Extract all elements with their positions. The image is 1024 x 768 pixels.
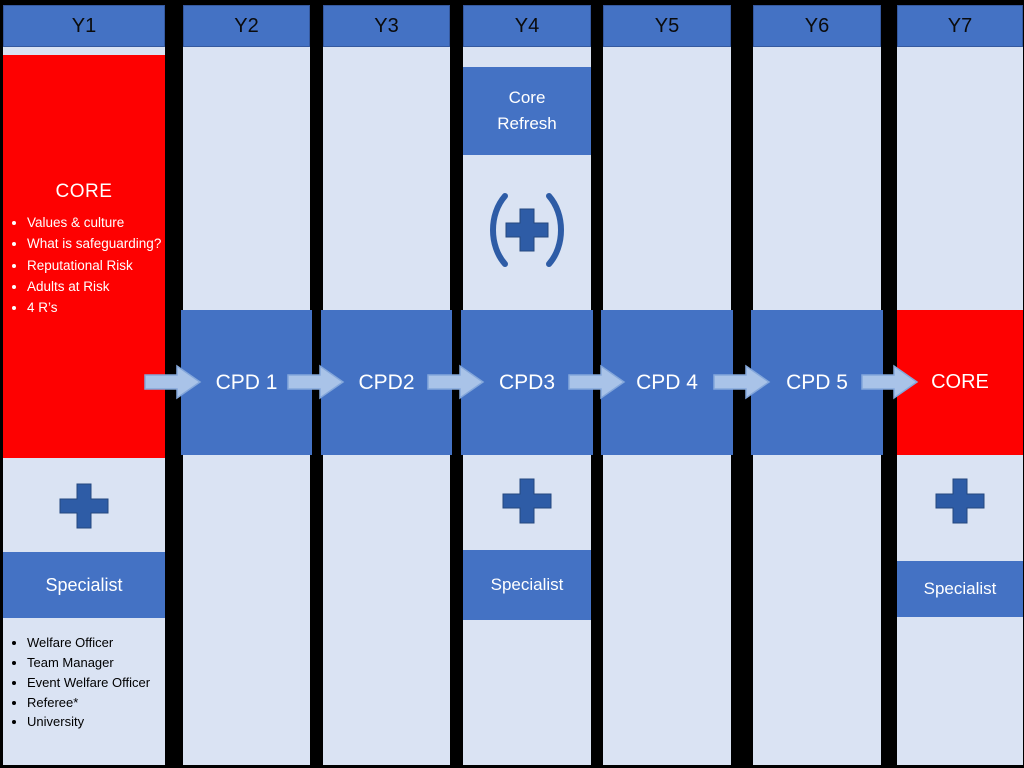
arrow-right-icon (144, 364, 202, 400)
bullet-item: Reputational Risk (27, 256, 165, 276)
arrow-right-icon (427, 364, 485, 400)
band-cpd-5: CPD 5 (751, 310, 883, 455)
plus-icon (59, 483, 109, 529)
bullet-item: Event Welfare Officer (27, 674, 165, 693)
column-y1-header: Y1 (3, 5, 165, 47)
y4-core-refresh-label: Core Refresh (497, 87, 557, 133)
bullet-item: Team Manager (27, 654, 165, 673)
plus-icon (935, 478, 985, 524)
bullet-item: Referee* (27, 694, 165, 713)
arrow-right-icon (861, 364, 919, 400)
y1-specialist-bullet-list: Welfare Officer Team Manager Event Welfa… (3, 634, 165, 732)
bullet-item: Adults at Risk (27, 277, 165, 297)
y1-core-title: CORE (55, 181, 113, 202)
arrow-right-icon (568, 364, 626, 400)
column-y2-header: Y2 (183, 5, 310, 47)
plus-icon (502, 478, 552, 524)
y1-core-box: CORE Values & culture What is safeguardi… (3, 55, 165, 458)
column-y6-header: Y6 (753, 5, 881, 47)
column-y7-header: Y7 (897, 5, 1023, 47)
bullet-item: 4 R’s (27, 298, 165, 318)
arrow-right-icon (287, 364, 345, 400)
y7-core-box: CORE (897, 310, 1023, 455)
arrow-right-icon (713, 364, 771, 400)
y4-plus (502, 478, 552, 529)
column-y3-header: Y3 (323, 5, 450, 47)
column-y5-header: Y5 (603, 5, 731, 47)
y1-specialist-bullets: Welfare Officer Team Manager Event Welfa… (3, 626, 165, 733)
y7-specialist-box: Specialist (897, 561, 1023, 617)
bullet-item: Welfare Officer (27, 634, 165, 653)
y7-plus (935, 478, 985, 529)
bracket-plus-icon (490, 193, 564, 267)
y1-specialist-box: Specialist (3, 552, 165, 618)
y4-optional-plus (475, 192, 579, 268)
y4-core-refresh-box: Core Refresh (463, 67, 591, 155)
bullet-item: Values & culture (27, 213, 165, 233)
bullet-item: University (27, 713, 165, 732)
bullet-item: What is safeguarding? (27, 234, 165, 254)
y4-specialist-box: Specialist (463, 550, 591, 620)
y1-plus (59, 483, 109, 534)
y1-core-bullet-list: Values & culture What is safeguarding? R… (3, 213, 165, 318)
column-y4-header: Y4 (463, 5, 591, 47)
